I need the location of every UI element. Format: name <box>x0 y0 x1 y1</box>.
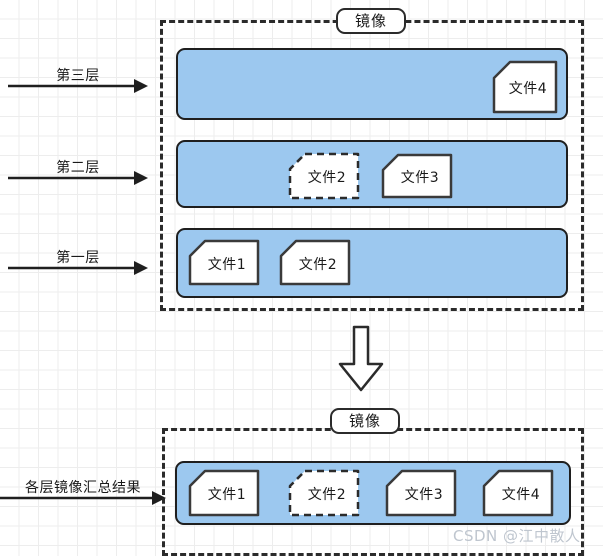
file-shape-wenjian1-merged: 文件1 <box>188 469 260 517</box>
file-shape-wenjian3-layer-two: 文件3 <box>381 153 453 199</box>
file-shape-wenjian2-merged: 文件2 <box>288 469 360 517</box>
file-shape-wenjian4-layer-three: 文件4 <box>492 60 558 114</box>
file-shape-wenjian3-merged: 文件3 <box>385 469 457 517</box>
layer-two-bar <box>176 140 568 208</box>
arrow-merged-result: 各层镜像汇总结果 <box>0 468 166 506</box>
arrow-layer-two: 第二层 <box>8 148 148 186</box>
arrow-layer-one-label: 第一层 <box>56 250 100 266</box>
arrow-merged-result-label: 各层镜像汇总结果 <box>25 480 141 496</box>
arrow-layer-two-label: 第二层 <box>56 160 100 176</box>
top-image-title-label: 镜像 <box>354 11 387 30</box>
arrow-layer-one: 第一层 <box>8 238 148 276</box>
bottom-image-title-label: 镜像 <box>348 411 381 430</box>
file-shape-wenjian2-layer-two: 文件2 <box>288 152 360 200</box>
bottom-image-title: 镜像 <box>330 408 400 434</box>
file-shape-wenjian4-merged: 文件4 <box>482 469 554 517</box>
file-shape-wenjian1-layer-one: 文件1 <box>188 239 260 286</box>
merge-down-arrow-icon <box>337 325 385 393</box>
top-image-title: 镜像 <box>336 8 406 34</box>
arrow-layer-three-label: 第三层 <box>56 68 100 84</box>
file-shape-wenjian2-layer-one: 文件2 <box>279 239 351 286</box>
layer-one-bar <box>176 228 568 298</box>
arrow-layer-three: 第三层 <box>8 56 148 94</box>
